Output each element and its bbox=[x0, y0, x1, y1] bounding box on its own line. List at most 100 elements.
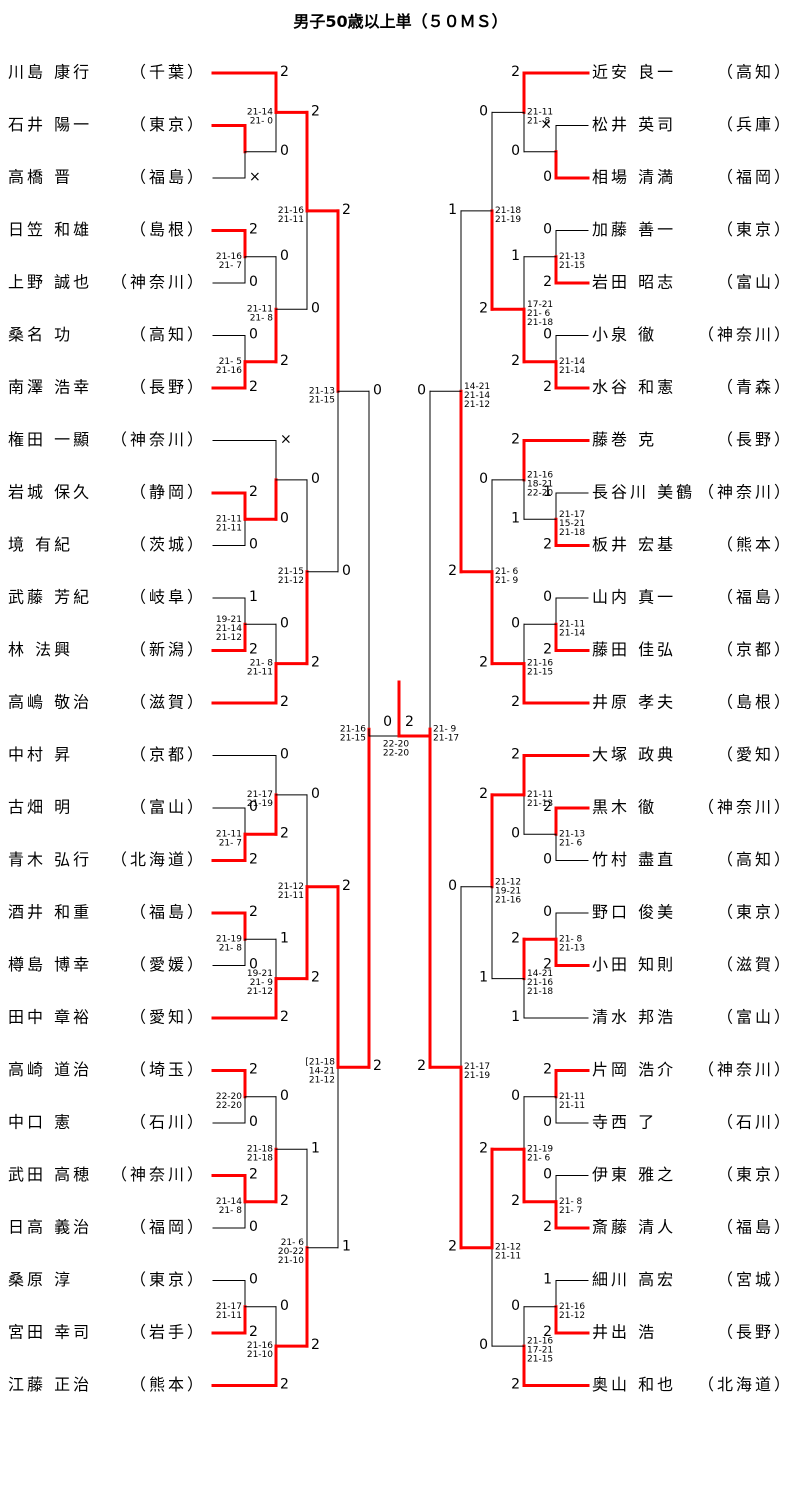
player-prefecture: （岩手） bbox=[130, 1323, 206, 1342]
left-game-count: 0 bbox=[280, 615, 289, 631]
left-game-count: × bbox=[280, 432, 292, 448]
player-prefecture: （神奈川） bbox=[111, 273, 206, 292]
right-game-count: 2 bbox=[511, 747, 520, 763]
right-score: 21-15 bbox=[559, 261, 585, 271]
left-score: 21- 8 bbox=[219, 943, 243, 953]
left-game-count: 2 bbox=[373, 1058, 382, 1074]
player-prefecture: （福島） bbox=[717, 1218, 793, 1237]
right-score: 21-16 bbox=[527, 470, 553, 480]
right-score: 21-18 bbox=[527, 987, 553, 997]
right-game-count: 0 bbox=[543, 589, 552, 605]
player-prefecture: （長野） bbox=[130, 378, 206, 397]
left-game-count: 2 bbox=[249, 1062, 258, 1078]
right-game-count: 2 bbox=[543, 379, 552, 395]
left-score: 21- 5 bbox=[219, 357, 242, 367]
right-score: 21-12 bbox=[495, 1243, 521, 1253]
right-game-count: 2 bbox=[543, 274, 552, 290]
left-score: 21-11 bbox=[216, 514, 242, 524]
left-score: [21-18 bbox=[305, 1058, 335, 1068]
left-score: 21- 7 bbox=[219, 261, 242, 271]
player-name: 岩田 昭志 bbox=[592, 273, 676, 292]
left-game-count: 0 bbox=[249, 957, 258, 973]
left-score: 21- 8 bbox=[219, 1206, 243, 1216]
right-score: 21-16 bbox=[527, 659, 553, 669]
right-score: 21-11 bbox=[559, 1101, 585, 1111]
right-game-count: 0 bbox=[448, 878, 457, 894]
left-game-count: 0 bbox=[249, 537, 258, 553]
left-game-count: 2 bbox=[342, 878, 351, 894]
left-score: 21-16 bbox=[278, 206, 304, 216]
player-prefecture: （東京） bbox=[130, 115, 206, 134]
right-score: 21-19 bbox=[464, 1071, 490, 1081]
player-name: 長谷川 美鶴 bbox=[592, 483, 695, 502]
right-game-count: 1 bbox=[511, 1009, 520, 1025]
player-name: 川島 康行 bbox=[8, 63, 92, 82]
left-game-count: 2 bbox=[311, 103, 320, 119]
left-game-count: 2 bbox=[249, 852, 258, 868]
right-game-count: 0 bbox=[511, 1298, 520, 1314]
right-score: 21-17 bbox=[433, 733, 459, 743]
right-game-count: 1 bbox=[543, 484, 552, 500]
right-score: 17-21 bbox=[527, 1346, 553, 1356]
player-prefecture: （神奈川） bbox=[698, 325, 793, 344]
player-name: 岩城 保久 bbox=[8, 483, 92, 502]
player-name: 林 法興 bbox=[8, 640, 73, 659]
player-prefecture: （新潟） bbox=[130, 640, 206, 659]
left-score: 20-22 bbox=[278, 1247, 304, 1257]
player-prefecture: （滋賀） bbox=[130, 693, 206, 712]
player-name: 井出 浩 bbox=[592, 1323, 657, 1342]
player-name: 大塚 政典 bbox=[592, 745, 676, 764]
player-name: 片岡 浩介 bbox=[592, 1060, 676, 1079]
left-score: 19-21 bbox=[247, 969, 273, 979]
page-title: 男子50歳以上単（５０ＭＳ） bbox=[293, 12, 508, 31]
player-name: 日高 義治 bbox=[8, 1218, 92, 1237]
right-score: 22-20 bbox=[527, 488, 553, 498]
right-score: 21-12 bbox=[495, 877, 521, 887]
player-prefecture: （福島） bbox=[130, 903, 206, 922]
right-score: 21-19 bbox=[495, 215, 521, 225]
left-game-count: 0 bbox=[249, 1219, 258, 1235]
right-game-count: 1 bbox=[543, 1272, 552, 1288]
left-score: 14-21 bbox=[309, 1067, 335, 1077]
right-score: 21-12 bbox=[559, 1311, 585, 1321]
left-game-count: 0 bbox=[373, 382, 382, 398]
right-game-count: 0 bbox=[511, 825, 520, 841]
left-score: 21-15 bbox=[278, 567, 304, 577]
player-name: 藤巻 克 bbox=[592, 430, 657, 449]
left-score: 21-19 bbox=[247, 799, 273, 809]
player-name: 樽島 博幸 bbox=[8, 955, 92, 974]
left-score: 21-12 bbox=[309, 1076, 335, 1086]
player-name: 藤田 佳弘 bbox=[592, 640, 676, 659]
left-score: 21-16 bbox=[216, 366, 242, 376]
player-prefecture: （長野） bbox=[717, 1323, 793, 1342]
player-prefecture: （福岡） bbox=[130, 1218, 206, 1237]
player-prefecture: （富山） bbox=[130, 798, 206, 817]
player-prefecture: （福島） bbox=[717, 588, 793, 607]
left-score: 21-10 bbox=[247, 1350, 273, 1360]
left-game-count: 0 bbox=[280, 747, 289, 763]
left-score: 22-20 bbox=[216, 1092, 242, 1102]
left-game-count: 0 bbox=[249, 274, 258, 290]
player-name: 石井 陽一 bbox=[8, 115, 92, 134]
left-score: 21-15 bbox=[340, 733, 366, 743]
right-score: 19-21 bbox=[495, 886, 521, 896]
player-prefecture: （熊本） bbox=[130, 1375, 206, 1394]
player-name: 古畑 明 bbox=[8, 798, 73, 817]
left-score: 21-12 bbox=[278, 576, 304, 586]
left-game-count: 0 bbox=[280, 143, 289, 159]
right-score: 21- 6 bbox=[527, 309, 551, 319]
right-score: 21-14 bbox=[559, 357, 585, 367]
player-prefecture: （石川） bbox=[130, 1113, 206, 1132]
left-game-count: 0 bbox=[280, 510, 289, 526]
right-score: 21-14 bbox=[464, 391, 490, 401]
left-game-count: 2 bbox=[280, 1377, 289, 1393]
left-game-count: 0 bbox=[311, 786, 320, 802]
right-game-count: 0 bbox=[417, 382, 426, 398]
player-prefecture: （島根） bbox=[717, 693, 793, 712]
player-name: 武藤 芳紀 bbox=[8, 588, 92, 607]
right-score: 21-13 bbox=[527, 799, 553, 809]
left-score: 21-14 bbox=[216, 624, 242, 634]
player-name: 竹村 盡直 bbox=[592, 850, 676, 869]
player-prefecture: （宮城） bbox=[717, 1270, 793, 1289]
